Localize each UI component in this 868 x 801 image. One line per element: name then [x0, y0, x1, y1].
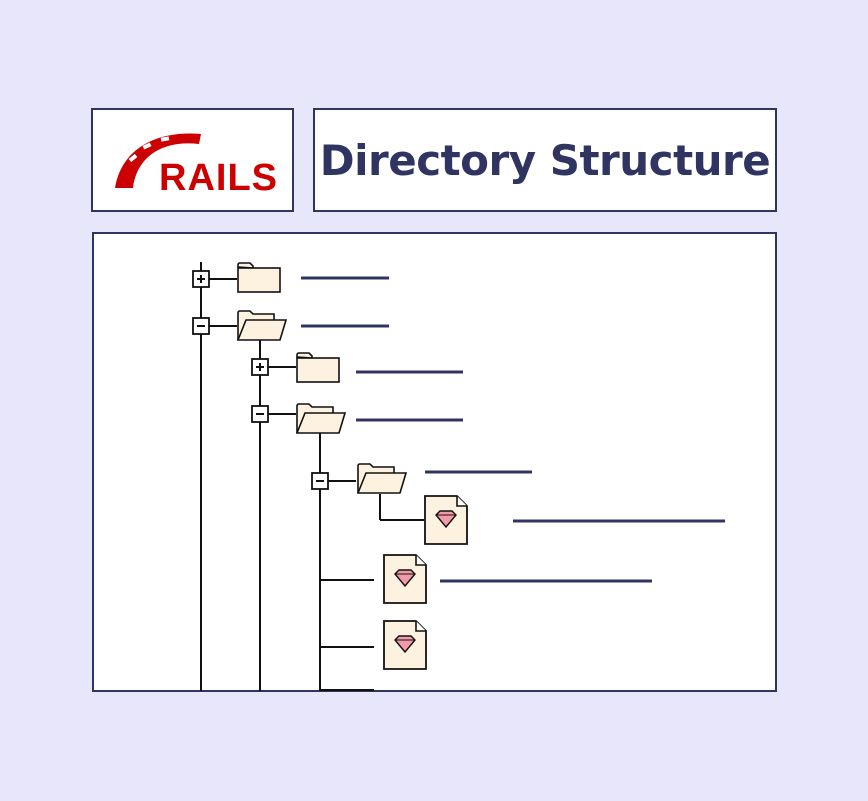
rails-tie: [128, 153, 138, 163]
rails-logo-text: RAILS: [159, 157, 278, 199]
minus-square-icon[interactable]: [311, 472, 329, 490]
ruby-file-icon[interactable]: [424, 495, 468, 545]
directory-tree-panel: [92, 232, 777, 692]
rails-tie: [142, 142, 152, 150]
rails-tie: [160, 136, 170, 142]
ruby-file-icon[interactable]: [383, 554, 427, 604]
folder-open-icon[interactable]: [237, 310, 287, 341]
folder-closed-icon[interactable]: [237, 262, 281, 293]
rails-logo-panel: RAILS: [91, 108, 294, 212]
folder-closed-icon[interactable]: [296, 352, 340, 383]
folder-open-icon[interactable]: [296, 403, 346, 434]
folder-open-icon[interactable]: [357, 463, 407, 494]
minus-square-icon[interactable]: [192, 317, 210, 335]
plus-square-icon[interactable]: [251, 358, 269, 376]
title-panel: Directory Structure: [313, 108, 777, 212]
rails-logo: RAILS: [115, 133, 278, 199]
ruby-file-icon[interactable]: [383, 620, 427, 670]
minus-square-icon[interactable]: [251, 405, 269, 423]
plus-square-icon[interactable]: [192, 270, 210, 288]
page-title: Directory Structure: [319, 135, 771, 185]
